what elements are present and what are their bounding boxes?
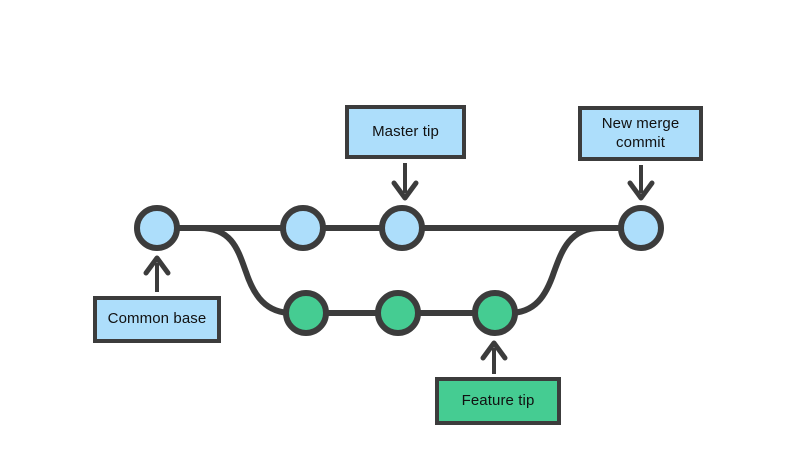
commit-node-feature-1[interactable] [283,290,329,336]
master-commits [134,205,664,251]
feature-tip-arrow [480,340,508,374]
label-master-tip[interactable]: Master tip [345,105,466,159]
feature-commits [283,290,518,336]
merge-curve [506,225,603,316]
label-feature-tip[interactable]: Feature tip [435,377,561,425]
commit-node-feature-2[interactable] [375,290,421,336]
commit-node-master-1[interactable] [280,205,326,251]
branch-curve [197,225,295,316]
common-base-arrow [143,255,171,292]
commit-node-master-tip[interactable] [379,205,425,251]
label-new-merge-commit[interactable]: New merge commit [578,106,703,161]
commit-node-common-base[interactable] [134,205,180,251]
commit-node-feature-tip[interactable] [472,290,518,336]
label-common-base[interactable]: Common base [93,296,221,343]
new-merge-commit-arrow [627,165,655,201]
commit-node-new-merge-commit[interactable] [618,205,664,251]
master-tip-arrow [391,163,419,201]
